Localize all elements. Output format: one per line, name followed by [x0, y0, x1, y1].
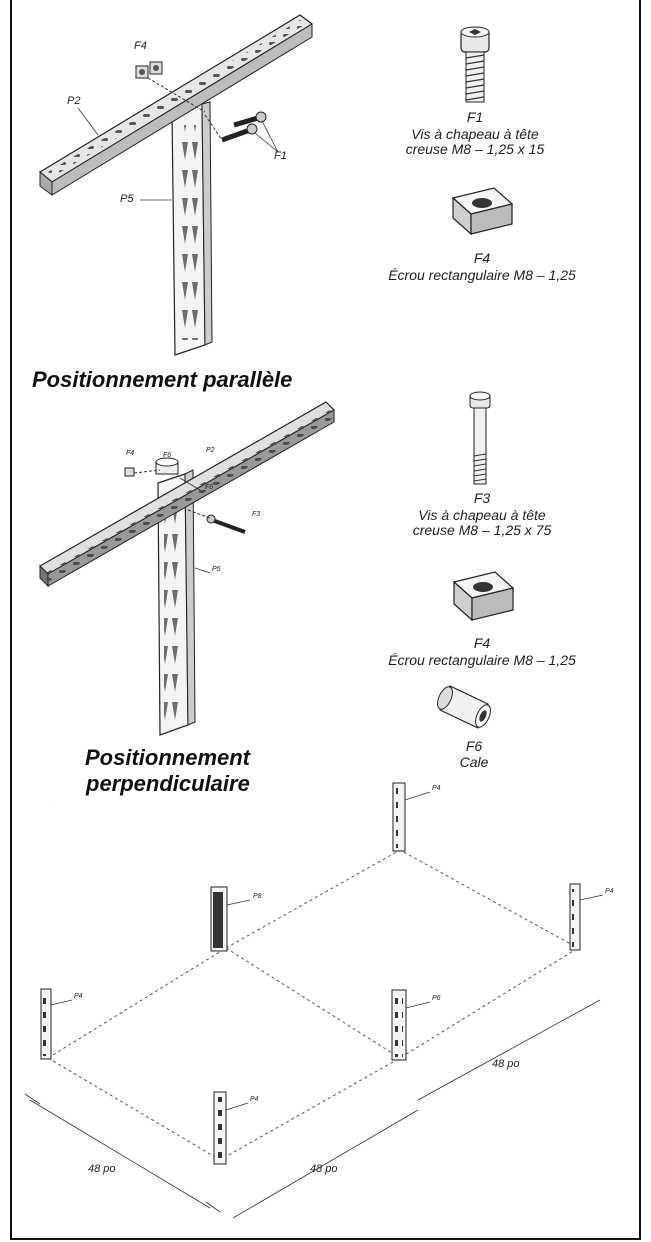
callout-f6-top: F6	[163, 452, 172, 459]
nut-f4-small	[124, 467, 135, 477]
screws-f1	[204, 111, 267, 143]
square-nut-icon	[451, 187, 514, 236]
post-label-mid-left: P8	[253, 893, 262, 900]
part-f6-code: F6	[465, 738, 483, 754]
post-label-left: P4	[74, 993, 83, 1000]
post-center	[391, 989, 407, 1061]
part-f1-desc-line2: creuse M8 – 1,25 x 15	[405, 141, 545, 157]
rail-p2-perp	[39, 401, 335, 588]
rail-p2	[38, 14, 314, 196]
part-f6-desc: Cale	[459, 754, 489, 770]
upright-p5-perp	[157, 469, 196, 736]
post-front	[213, 1091, 227, 1165]
callout-p5: P5	[120, 193, 134, 205]
post-label-front: P4	[250, 1096, 259, 1103]
screw-f3	[187, 509, 246, 534]
title-perpendicular-line1: Positionnement	[85, 745, 251, 770]
callout-p2-perp: P2	[206, 447, 215, 454]
nut-f4-pair	[135, 61, 163, 79]
dimension-front: 48 po	[310, 1163, 338, 1175]
callout-f3: F3	[252, 511, 261, 518]
part-f3-desc-line1: Vis à chapeau à tête	[418, 507, 546, 523]
post-mid-left	[210, 886, 228, 952]
part-f1-code: F1	[466, 109, 484, 125]
part-f3-desc-line2: creuse M8 – 1,25 x 75	[412, 522, 552, 538]
square-nut-icon-2	[452, 571, 515, 622]
dimension-right: 48 po	[492, 1058, 520, 1070]
callout-f1: F1	[274, 150, 287, 162]
part-f3-code: F3	[473, 490, 491, 506]
cap-screw-icon	[460, 26, 490, 103]
floor-layout-plan	[24, 782, 604, 1219]
part-f4-code: F4	[473, 250, 491, 266]
title-perpendicular-line2: perpendiculaire	[86, 771, 250, 796]
post-right	[569, 883, 581, 951]
part-f1-desc-line1: Vis à chapeau à tête	[411, 126, 539, 142]
part-f4-desc: Écrou rectangulaire M8 – 1,25	[388, 267, 576, 283]
parallel-assembly-drawing	[38, 14, 314, 356]
upright-p5	[171, 101, 213, 356]
callout-f4: F4	[134, 40, 147, 52]
callout-p2: P2	[67, 95, 81, 107]
perpendicular-assembly-drawing	[39, 401, 335, 736]
long-cap-screw-icon	[469, 391, 491, 485]
part-f4-code-2: F4	[473, 635, 491, 651]
spacer-icon	[437, 685, 491, 729]
title-parallel: Positionnement parallèle	[32, 367, 293, 392]
dimension-left: 48 po	[88, 1163, 116, 1175]
post-label-center: P6	[432, 995, 441, 1002]
callout-f4-perp: F4	[126, 450, 135, 457]
post-label-back: P4	[432, 785, 441, 792]
callout-f6: F6	[205, 484, 214, 491]
callout-p5-perp: P5	[212, 566, 221, 573]
post-label-right: P4	[605, 888, 614, 895]
page-frame	[10, 0, 641, 1240]
post-left	[40, 988, 52, 1060]
post-back	[392, 782, 406, 852]
part-f4-desc-2: Écrou rectangulaire M8 – 1,25	[388, 652, 576, 668]
spacer-f6-top	[155, 457, 179, 475]
